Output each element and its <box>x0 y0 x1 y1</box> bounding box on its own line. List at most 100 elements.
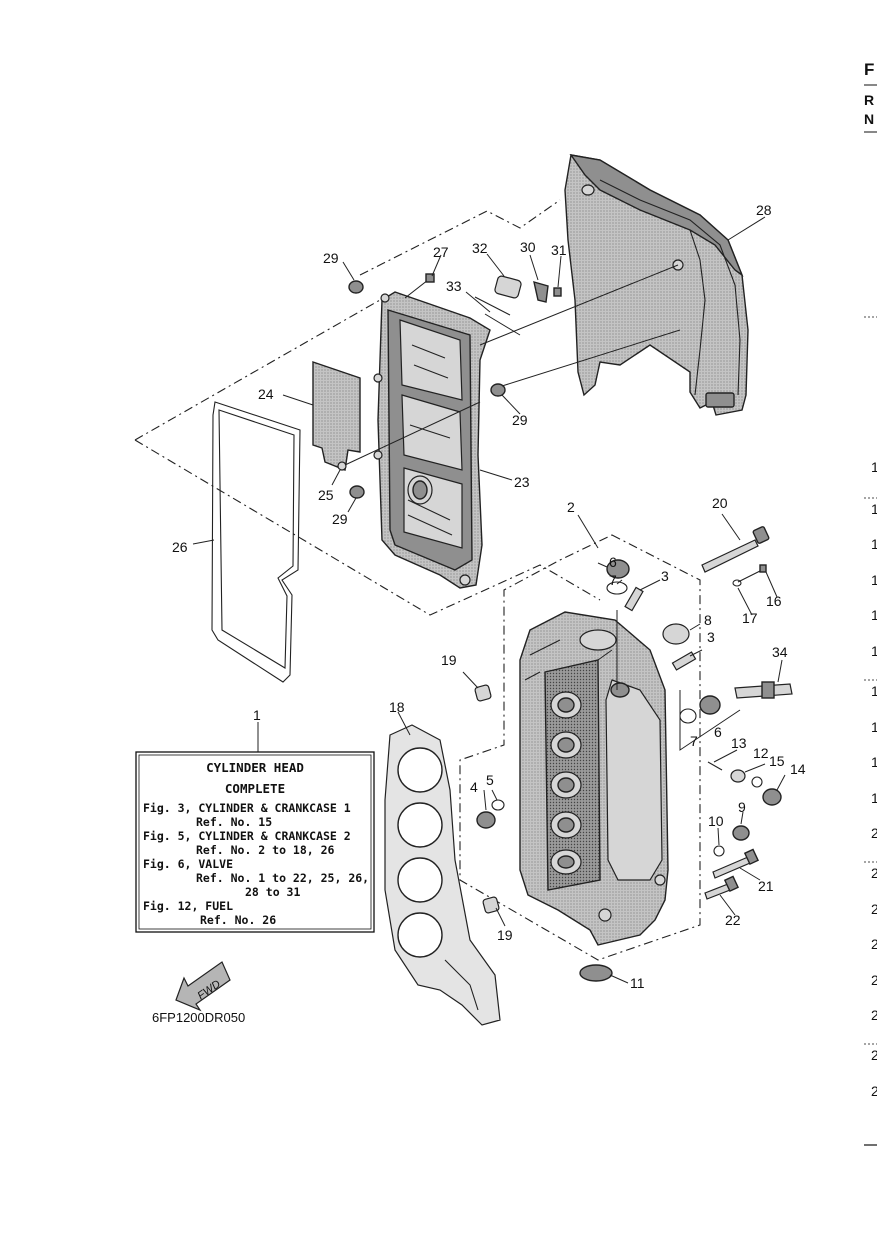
bracket-part-30 <box>533 281 549 303</box>
callout-7: 7 <box>609 572 617 588</box>
callout-28: 28 <box>756 202 772 218</box>
bolt-part-16 <box>737 564 767 583</box>
edge-digit: 1 <box>871 643 877 659</box>
cover-seal-part-26 <box>211 401 301 683</box>
edge-digit: 1 <box>871 790 877 806</box>
valve-cover-part-23 <box>373 291 491 589</box>
edge-digit: 2 <box>871 972 877 988</box>
edge-digit: 1 <box>871 719 877 735</box>
info-box-line: Fig. 5, CYLINDER & CRANKCASE 2 <box>143 829 351 843</box>
callout-7b: 7 <box>690 733 698 749</box>
edge-digit: 1 <box>871 683 877 699</box>
dowel-part-3 <box>624 586 697 671</box>
cylinder-head-part-1 <box>519 611 669 946</box>
callout-15: 15 <box>769 753 785 769</box>
info-box-line: Ref. No. 2 to 18, 26 <box>196 843 335 857</box>
washer-part-17 <box>732 579 742 587</box>
info-box-title-1: CYLINDER HEAD <box>206 760 304 775</box>
callout-26: 26 <box>172 539 188 555</box>
callout-29c: 29 <box>332 511 348 527</box>
edge-digit: 1 <box>871 754 877 770</box>
plug-part-8 <box>662 623 690 645</box>
cap-part-32 <box>494 275 522 299</box>
callout-6b: 6 <box>714 724 722 740</box>
callout-2: 2 <box>567 499 575 515</box>
assembly-boundary-2 <box>459 534 701 961</box>
edge-digit: 2 <box>871 1007 877 1023</box>
callout-16: 16 <box>766 593 782 609</box>
callout-31: 31 <box>551 242 567 258</box>
info-box-line: Ref. No. 1 to 22, 25, 26, <box>196 871 369 885</box>
edge-header: R <box>864 92 874 108</box>
edge-digit: 2 <box>871 901 877 917</box>
callout-30: 30 <box>520 239 536 255</box>
edge-digit: 1 <box>871 501 877 517</box>
callout-27: 27 <box>433 244 449 260</box>
callout-labels: 1 2 3 3 4 5 6 6 7 7 8 9 10 11 12 13 14 1… <box>172 202 806 991</box>
info-box-title-2: COMPLETE <box>225 781 285 796</box>
callout-12: 12 <box>753 745 769 761</box>
leader-lines <box>192 216 786 984</box>
plug-part-9 <box>732 825 750 841</box>
callout-29b: 29 <box>512 412 528 428</box>
pin-part-13 <box>707 761 723 771</box>
edge-header: F <box>864 60 874 79</box>
grommet-part-29 <box>348 280 506 499</box>
o-ring-part-5 <box>491 799 505 811</box>
pin-part-33 <box>474 296 511 316</box>
callout-24: 24 <box>258 386 274 402</box>
diagram-code: 6FP1200DR050 <box>152 1010 245 1025</box>
spark-plug-part-34 <box>734 681 793 699</box>
info-box-line: 28 to 31 <box>245 885 300 899</box>
plug-part-14 <box>762 788 782 806</box>
right-edge-fragment: F R N 1 1 1 1 1 1 1 1 1 1 2 2 2 2 2 2 2 … <box>864 60 877 1146</box>
edge-digit: 2 <box>871 825 877 841</box>
assembly-boundary-cover <box>134 439 601 616</box>
callout-13: 13 <box>731 735 747 751</box>
callout-14: 14 <box>790 761 806 777</box>
head-gasket-part-18 <box>384 724 501 1026</box>
callout-3: 3 <box>661 568 669 584</box>
callout-23: 23 <box>514 474 530 490</box>
assembly-info-box: CYLINDER HEAD COMPLETE Fig. 3, CYLINDER … <box>135 751 375 933</box>
cap-part-12 <box>730 769 746 783</box>
callout-1: 1 <box>253 707 261 723</box>
bolt-part-27 <box>404 273 435 299</box>
cap-part-19 <box>474 684 500 914</box>
screw-part-31 <box>553 287 562 297</box>
plug-part-4 <box>476 811 496 829</box>
callout-11: 11 <box>630 975 645 991</box>
callout-33: 33 <box>446 278 462 294</box>
callout-5: 5 <box>486 772 494 788</box>
o-ring-part-10 <box>713 845 725 857</box>
callout-18: 18 <box>389 699 405 715</box>
bolt-part-21 <box>712 848 759 879</box>
callout-19b: 19 <box>497 927 513 943</box>
callout-8: 8 <box>704 612 712 628</box>
callout-21: 21 <box>758 878 774 894</box>
callout-4: 4 <box>470 779 478 795</box>
callout-10: 10 <box>708 813 724 829</box>
edge-digit: 2 <box>871 1083 877 1099</box>
info-box-line: Ref. No. 26 <box>200 913 276 927</box>
callout-29a: 29 <box>323 250 339 266</box>
callout-3b: 3 <box>707 629 715 645</box>
engine-cover-part-28 <box>564 154 749 416</box>
callout-19: 19 <box>441 652 457 668</box>
callout-9: 9 <box>738 799 746 815</box>
info-box-line: Fig. 3, CYLINDER & CRANKCASE 1 <box>143 801 351 815</box>
plug-part-11 <box>579 964 613 982</box>
callout-32: 32 <box>472 240 488 256</box>
edge-digit: 1 <box>871 536 877 552</box>
callout-34: 34 <box>772 644 788 660</box>
callout-25: 25 <box>318 487 334 503</box>
edge-header: N <box>864 111 874 127</box>
plate-part-24 <box>312 361 361 471</box>
info-box-line: Fig. 6, VALVE <box>143 857 233 871</box>
edge-digit: 1 <box>871 572 877 588</box>
info-box-line: Fig. 12, FUEL <box>143 899 233 913</box>
callout-17: 17 <box>742 610 758 626</box>
bolt-part-20 <box>701 526 770 573</box>
edge-digit: 1 <box>871 607 877 623</box>
